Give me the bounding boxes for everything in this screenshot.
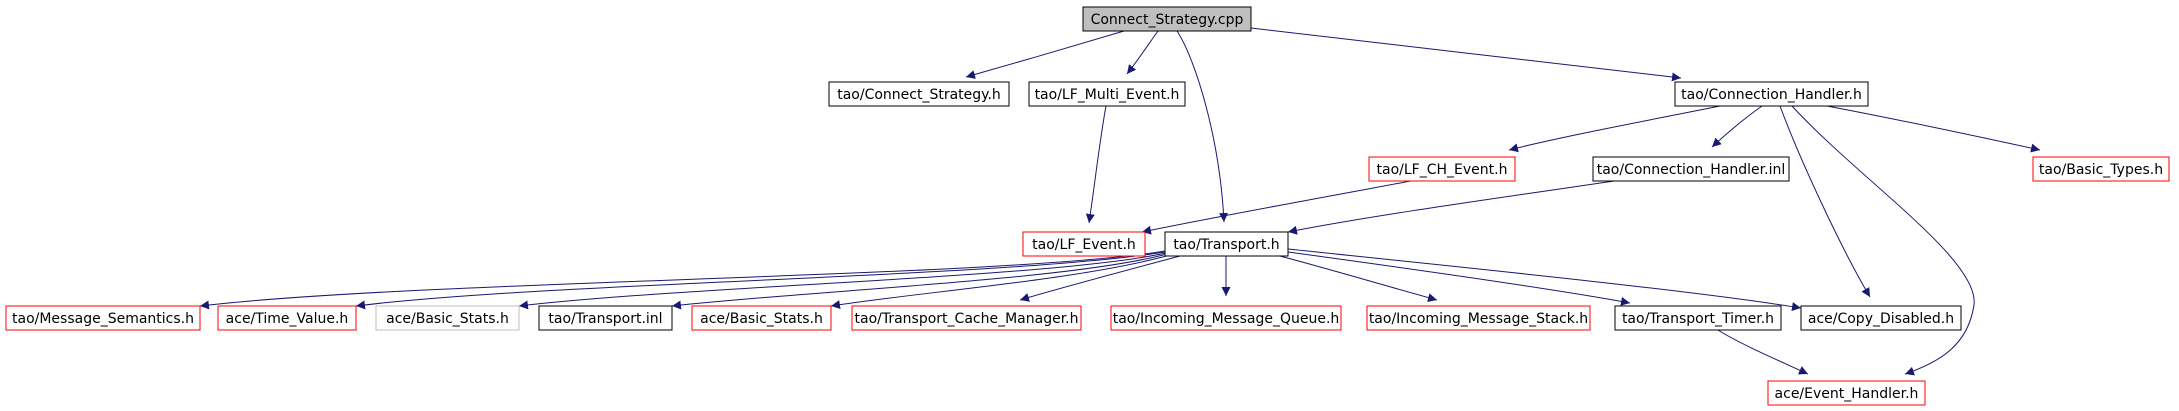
- node-label: tao/Basic_Types.h: [2039, 162, 2163, 178]
- node-tao_lf_event_h[interactable]: tao/LF_Event.h: [1022, 231, 1146, 257]
- node-box: [538, 305, 673, 331]
- edge-tao_connection_handler_h-to-tao_basic_types_h: [1826, 105, 2041, 153]
- node-box: [1767, 380, 1926, 406]
- node-ace_basic_stats[interactable]: ace/Basic_Stats.h: [375, 305, 520, 331]
- node-ace_basic_stats_h[interactable]: ace/Basic_Stats.h: [691, 305, 832, 331]
- node-label: tao/Connection_Handler.inl: [1597, 162, 1786, 178]
- node-box: [1614, 305, 1782, 331]
- node-box: [5, 305, 201, 331]
- node-tao_lf_ch_event_h[interactable]: tao/LF_CH_Event.h: [1368, 156, 1516, 182]
- edge-tao_transport_h-to-ace_copy_disabled_h: [1287, 248, 1802, 312]
- edge-tao_transport_h-to-tao_transport_inl: [671, 253, 1168, 310]
- node-box: [1368, 156, 1516, 182]
- node-label: ace/Copy_Disabled.h: [1808, 311, 1954, 327]
- node-label: ace/Time_Value.h: [226, 311, 349, 327]
- edge-tao_transport_h-to-tao_transport_cache_manager_h: [1019, 255, 1181, 302]
- node-label: tao/Transport.h: [1173, 237, 1279, 253]
- node-label: ace/Event_Handler.h: [1775, 386, 1919, 402]
- node-box: [1366, 305, 1591, 331]
- edge-connect_strategy_cpp-to-tao_connection_handler_h: [1250, 27, 1682, 82]
- node-connect_strategy_cpp[interactable]: Connect_Strategy.cpp: [1082, 6, 1252, 32]
- edge-connect_strategy_cpp-to-tao_connect_strategy_h: [965, 30, 1125, 79]
- node-box: [1674, 81, 1869, 107]
- node-tao_basic_types_h[interactable]: tao/Basic_Types.h: [2032, 156, 2170, 182]
- node-ace_event_handler_h[interactable]: ace/Event_Handler.h: [1767, 380, 1926, 406]
- edge-tao_connection_handler_h-to-ace_copy_disabled_h: [1779, 105, 1871, 298]
- nodes-layer: Connect_Strategy.cpp tao/Connect_Strategy…: [5, 6, 2170, 406]
- edges-layer: [199, 27, 2041, 376]
- node-tao_incoming_message_queue_h[interactable]: tao/Incoming_Message_Queue.h: [1110, 305, 1342, 331]
- node-label: tao/Incoming_Message_Queue.h: [1113, 311, 1340, 327]
- edge-tao_lf_ch_event_h-to-tao_lf_event_h: [1141, 180, 1412, 235]
- node-box: [375, 305, 520, 331]
- node-box: [1022, 231, 1146, 257]
- edge-tao_transport_timer_h-to-ace_event_handler_h: [1717, 329, 1809, 375]
- edge-tao_connection_handler_h-to-ace_event_handler_h: [1791, 105, 1975, 376]
- edge-connect_strategy_cpp-to-tao_transport_h: [1176, 30, 1229, 223]
- node-box: [1110, 305, 1342, 331]
- node-tao_incoming_message_stack_h[interactable]: tao/Incoming_Message_Stack.h: [1366, 305, 1591, 331]
- node-label: tao/Transport_Timer.h: [1622, 311, 1774, 327]
- node-tao_message_semantics_h[interactable]: tao/Message_Semantics.h: [5, 305, 201, 331]
- node-label: ace/Basic_Stats.h: [386, 311, 509, 327]
- node-ace_time_value_h[interactable]: ace/Time_Value.h: [217, 305, 357, 331]
- node-tao_connect_strategy_h[interactable]: tao/Connect_Strategy.h: [828, 81, 1010, 107]
- node-box: [1800, 305, 1962, 331]
- edge-tao_connection_handler_h-to-tao_lf_ch_event_h: [1508, 105, 1721, 153]
- edge-tao_lf_multi_event_h-to-tao_lf_event_h: [1085, 105, 1107, 224]
- edge-connect_strategy_cpp-to-tao_lf_multi_event_h: [1126, 30, 1159, 75]
- node-label: ace/Basic_Stats.h: [700, 311, 823, 327]
- node-label: tao/LF_Event.h: [1032, 237, 1136, 253]
- node-label: tao/LF_CH_Event.h: [1377, 162, 1508, 178]
- node-box: [691, 305, 832, 331]
- node-label: tao/Transport_Cache_Manager.h: [855, 311, 1079, 327]
- node-box: [1164, 231, 1289, 257]
- node-label: Connect_Strategy.cpp: [1091, 12, 1244, 28]
- node-tao_transport_inl[interactable]: tao/Transport.inl: [538, 305, 673, 331]
- node-box: [828, 81, 1010, 107]
- node-tao_transport_timer_h[interactable]: tao/Transport_Timer.h: [1614, 305, 1782, 331]
- edge-tao_connection_handler_h-to-tao_connection_handler_inl: [1711, 105, 1763, 148]
- edge-tao_transport_h-to-tao_transport_timer_h: [1287, 251, 1631, 306]
- node-box: [1028, 81, 1186, 107]
- node-label: tao/Connect_Strategy.h: [837, 87, 1001, 103]
- edge-tao_transport_h-to-ace_basic_stats: [518, 252, 1167, 310]
- node-ace_copy_disabled_h[interactable]: ace/Copy_Disabled.h: [1800, 305, 1962, 331]
- node-box: [217, 305, 357, 331]
- node-tao_transport_h[interactable]: tao/Transport.h: [1164, 231, 1289, 257]
- node-label: tao/Transport.inl: [548, 311, 662, 327]
- node-label: tao/LF_Multi_Event.h: [1035, 87, 1180, 103]
- node-label: tao/Connection_Handler.h: [1681, 87, 1862, 103]
- edge-tao_transport_h-to-ace_time_value_h: [355, 251, 1166, 310]
- edge-tao_transport_h-to-tao_message_semantics_h: [199, 250, 1166, 310]
- node-tao_connection_handler_h[interactable]: tao/Connection_Handler.h: [1674, 81, 1869, 107]
- node-box: [1082, 6, 1252, 32]
- edge-tao_transport_h-to-ace_basic_stats_h: [830, 254, 1171, 310]
- node-tao_transport_cache_manager_h[interactable]: tao/Transport_Cache_Manager.h: [851, 305, 1082, 331]
- node-label: tao/Incoming_Message_Stack.h: [1369, 311, 1588, 327]
- edge-tao_connection_handler_inl-to-tao_transport_h: [1287, 180, 1615, 235]
- node-tao_connection_handler_inl[interactable]: tao/Connection_Handler.inl: [1592, 156, 1790, 182]
- node-box: [851, 305, 1082, 331]
- node-tao_lf_multi_event_h[interactable]: tao/LF_Multi_Event.h: [1028, 81, 1186, 107]
- node-box: [2032, 156, 2170, 182]
- edge-tao_transport_h-to-tao_incoming_message_stack_h: [1279, 255, 1438, 302]
- node-label: tao/Message_Semantics.h: [12, 311, 194, 327]
- node-box: [1592, 156, 1790, 182]
